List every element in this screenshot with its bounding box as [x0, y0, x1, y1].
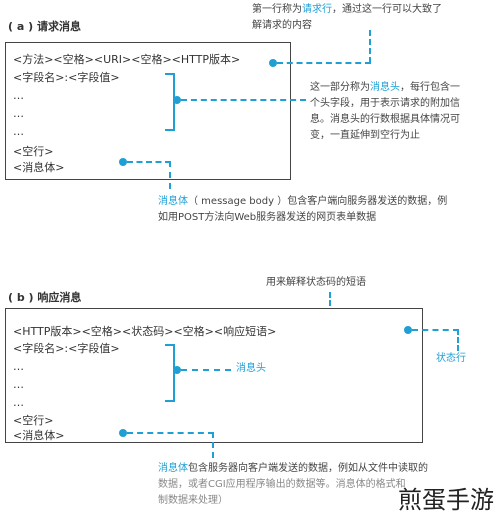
- ellipsis-line: …: [13, 125, 24, 138]
- body-marker: [119, 429, 127, 437]
- body-connector: [169, 161, 171, 189]
- phrase-annotation: 用来解释状态码的短语: [266, 277, 366, 288]
- body-connector: [127, 161, 171, 163]
- body-annotation: 消息体包含服务器向客户端发送的数据，例如从文件中读取的 数据，或者CGI应用程序…: [158, 463, 428, 506]
- header-field-line: <字段名>:<字段值>: [13, 342, 120, 355]
- phrase-connector: [329, 292, 331, 314]
- message-body-line: <消息体>: [13, 429, 65, 442]
- header-connector: [181, 99, 306, 101]
- empty-line: <空行>: [13, 414, 54, 427]
- ellipsis-line: …: [13, 107, 24, 120]
- section-b-title: ( b ) 响应消息: [8, 291, 82, 304]
- request-line: <方法><空格><URI><空格><HTTP版本>: [13, 53, 241, 66]
- status-line-connector: [457, 329, 459, 351]
- ellipsis-line: …: [13, 396, 24, 409]
- request-message-box: <方法><空格><URI><空格><HTTP版本> <字段名>:<字段值> … …: [5, 42, 291, 180]
- header-field-line: <字段名>:<字段值>: [13, 71, 120, 84]
- header-connector: [181, 369, 231, 371]
- body-connector: [212, 432, 214, 458]
- header-annotation: 消息头: [236, 363, 266, 374]
- header-annotation: 这一部分称为消息头，每行包含一 个头字段，用于表示请求的附加信 息。消息头的行数…: [310, 82, 460, 141]
- empty-line: <空行>: [13, 145, 54, 158]
- request-line-connector: [369, 30, 371, 63]
- request-line-marker: [269, 59, 277, 67]
- section-a-title: ( a ) 请求消息: [8, 20, 81, 33]
- response-message-box: <HTTP版本><空格><状态码><空格><响应短语> <字段名>:<字段值> …: [5, 308, 423, 443]
- status-line-connector: [412, 329, 459, 331]
- status-line-marker: [404, 326, 412, 334]
- header-marker: [173, 96, 181, 104]
- request-line-connector: [277, 62, 371, 64]
- ellipsis-line: …: [13, 89, 24, 102]
- body-connector: [127, 432, 214, 434]
- ellipsis-line: …: [13, 360, 24, 373]
- watermark: 煎蛋手游: [398, 486, 494, 514]
- message-body-line: <消息体>: [13, 161, 65, 174]
- ellipsis-line: …: [13, 378, 24, 391]
- body-annotation: 消息体（ message body ）包含客户端向服务器发送的数据，例 如用PO…: [158, 196, 448, 223]
- body-marker: [119, 158, 127, 166]
- request-line-annotation: 第一行称为请求行，通过这一行可以大致了 解请求的内容: [252, 4, 442, 31]
- header-marker: [173, 366, 181, 374]
- status-line-annotation: 状态行: [436, 353, 466, 364]
- status-line: <HTTP版本><空格><状态码><空格><响应短语>: [13, 325, 277, 338]
